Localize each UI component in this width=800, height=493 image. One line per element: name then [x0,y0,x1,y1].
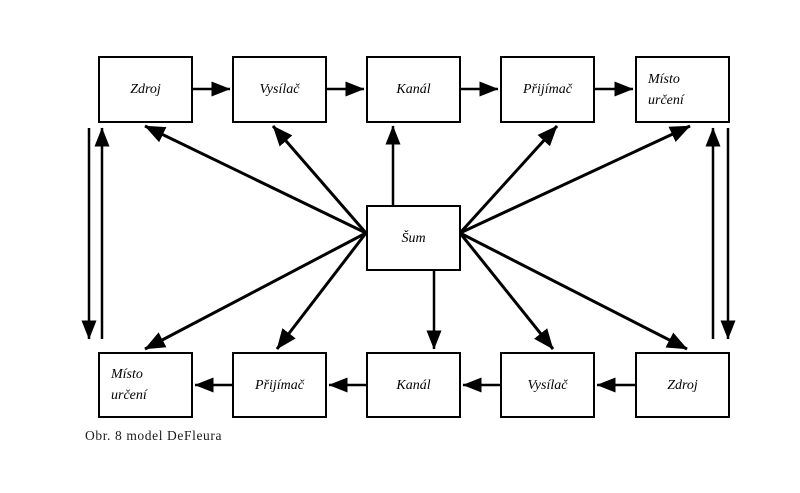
arrow-sum-to-top-misto-urceni [459,124,691,235]
node-top-zdroj: Zdroj [98,56,193,123]
node-bottom-misto-urceni: Místo určení [98,352,193,418]
arrow-sum-to-bottom-prijimac [275,232,368,350]
node-label-top-zdroj: Zdroj [130,82,161,97]
node-label-bottom-misto-urceni: Místo určení [111,367,147,403]
node-label-bottom-kanal: Kanál [396,377,431,393]
arrow-sum-to-bottom-zdroj [459,231,688,351]
node-top-vysilac: Vysílač [232,56,327,123]
node-label-top-vysilac: Vysílač [259,82,300,97]
node-label-bottom-prijimac: Přijímač [255,377,304,393]
arrow-sum-to-top-zdroj [144,124,367,235]
arrow-sum-to-top-vysilac [271,125,368,234]
node-sum: Šum [366,205,461,271]
node-top-kanal: Kanál [366,56,461,123]
node-label-bottom-zdroj: Zdroj [667,377,698,393]
node-bottom-prijimac: Přijímač [232,352,327,418]
noise-to-bottom-arrows [144,231,688,351]
arrow-sum-to-bottom-misto-urceni [144,231,367,351]
node-label-top-kanal: Kanál [396,82,431,97]
node-bottom-vysilac: Vysílač [500,352,595,418]
arrow-sum-to-top-prijimac [458,124,559,235]
node-label-top-misto-urceni: Místo určení [648,71,684,108]
node-bottom-kanal: Kanál [366,352,461,418]
noise-to-top-arrows [144,124,691,235]
node-label-top-prijimac: Přijímač [523,82,572,97]
arrow-sum-to-bottom-vysilac [458,232,555,350]
figure-caption: Obr. 8 model DeFleura [85,428,223,443]
node-top-misto-urceni: Místo určení [635,56,730,123]
side-feedback-arrows [81,127,736,340]
node-bottom-zdroj: Zdroj [635,352,730,418]
node-label-bottom-vysilac: Vysílač [527,377,568,393]
node-label-sum: Šum [401,230,426,246]
node-top-prijimac: Přijímač [500,56,595,123]
